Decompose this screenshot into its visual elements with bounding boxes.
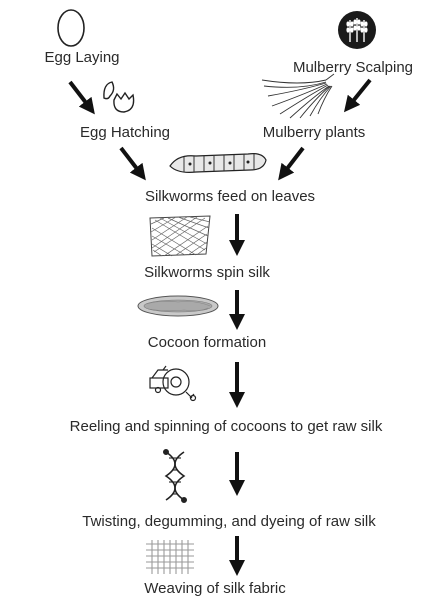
label-mulberry-scalping: Mulberry Scalping (292, 59, 414, 76)
dna-strand-icon (163, 448, 188, 503)
label-egg-hatching: Egg Hatching (79, 124, 171, 141)
label-weaving: Weaving of silk fabric (144, 580, 286, 597)
label-twisting: Twisting, degumming, and dyeing of raw s… (82, 513, 376, 530)
arrow-scalping-to-plants (343, 78, 372, 113)
mulberry-branches-icon (261, 73, 335, 119)
silkworm-icon (169, 153, 267, 173)
label-silkworms-spin: Silkworms spin silk (144, 264, 270, 281)
label-reeling: Reeling and spinning of cocoons to get r… (69, 418, 383, 435)
wheat-badge-icon (338, 11, 376, 49)
egg-icon (57, 9, 85, 47)
arrow-egg-laying-to-hatching (68, 80, 95, 115)
label-mulberry-plants: Mulberry plants (262, 124, 366, 141)
cocoon-icon (137, 295, 219, 317)
label-silkworms-feed: Silkworms feed on leaves (144, 188, 316, 205)
fishing-reel-icon (149, 365, 197, 402)
arrow-hatching-to-feed (119, 146, 146, 181)
hatched-egg-icon (103, 81, 135, 113)
arrow-plants-to-feed (278, 146, 305, 181)
woven-fabric-icon (146, 540, 194, 574)
silk-net-icon (149, 215, 211, 257)
label-egg-laying: Egg Laying (44, 49, 120, 66)
label-cocoon-formation: Cocoon formation (147, 334, 267, 351)
